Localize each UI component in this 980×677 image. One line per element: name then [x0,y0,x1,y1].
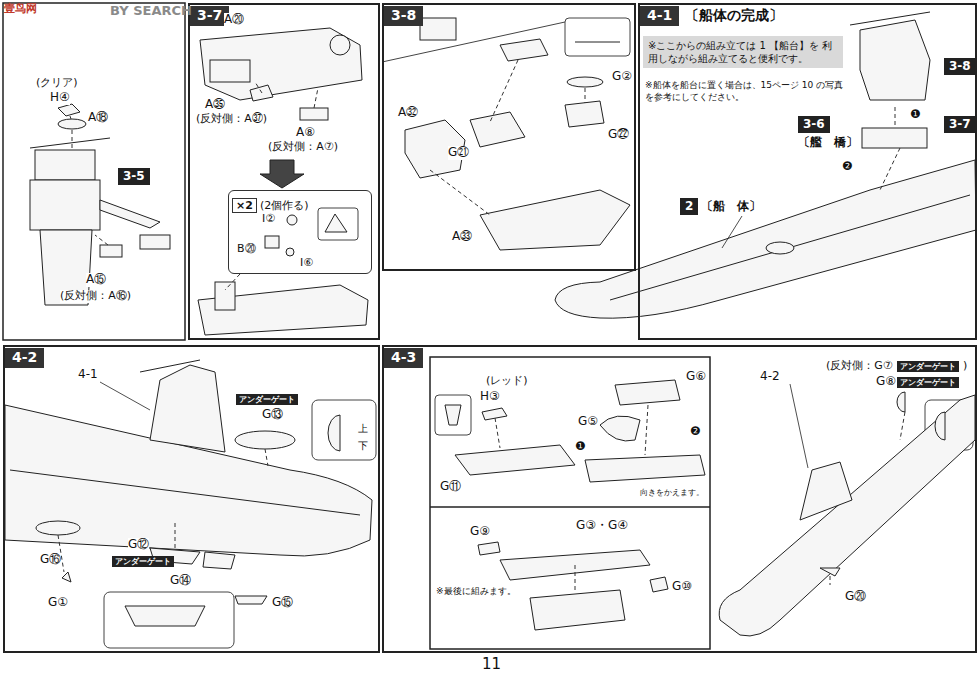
step-panel: 4-3 [382,345,977,653]
part-label: G㉑ [448,146,469,160]
part-label: (レッド) [486,375,528,388]
gate-tag: アンダーゲート [112,556,174,567]
callout-title: 〔船 体〕 [701,199,761,214]
part-label: (反対側：A㊲) [196,113,267,126]
assembly-guide [58,60,905,592]
page-number: 11 [482,656,501,673]
part-label: ❷ [690,425,701,439]
step-callout: 2〔船 体〕 [680,198,761,215]
step-panel: 3-8 [382,3,636,271]
part-label: G⑤ [578,415,598,429]
part-label: (反対側：G⑦ [826,360,893,373]
part-drawing [5,12,976,636]
part-label: ❷ [842,160,853,174]
step-panel: 4-1 〔船体の完成〕 ※ここからの組み立ては 1 【船台】を 利用しながら組み立て… [638,3,977,340]
panel-frame [3,3,710,649]
step-callout: 3-6 〔艦 橋〕 [798,116,858,150]
step-callout: 3-5 [118,168,150,185]
gate-tag: アンダーゲート [897,361,959,372]
repeat-count: ×2 [232,198,257,213]
callout-number: 3-5 [118,168,150,185]
repeat-note: (2個作る) [260,198,309,213]
watermark: 壹鸟网 [4,3,37,16]
part-label: A㉜ [398,106,418,120]
step-number: 4-1 [640,6,679,26]
callout-number: 3-6 [798,116,830,133]
part-label: 上 [358,423,368,435]
part-label: G① [48,596,68,610]
part-label: G⑭ [170,574,191,588]
gate-tag: アンダーゲート [897,377,959,388]
part-label: G⑧ [876,375,896,389]
part-label: 4-2 [760,370,780,384]
part-label: G③・G④ [576,519,628,533]
step-number: 4-3 [384,348,423,368]
step-number: 3-8 [384,6,423,26]
part-label: G㉒ [608,128,629,142]
watermark: BY SEARCH [110,4,192,19]
part-label: 下 [358,440,368,452]
part-label: H④ [50,91,70,105]
part-label: 向きをかえます。 [640,488,704,497]
part-label: G⑥ [686,370,706,384]
part-label: G⑪ [440,480,461,494]
note-text: ※ここからの組み立ては 1 【船台】を 利用しながら組み立てると便利です。 [648,40,832,64]
part-label: A⑳ [224,13,244,27]
part-label: G② [612,70,632,84]
gate-tag: アンダーゲート [236,394,298,405]
callout-title: 〔艦 橋〕 [798,135,858,150]
part-label: A⑧ [296,126,315,140]
part-label: G⑩ [672,580,692,594]
callout-number: 2 [680,198,698,215]
part-label: H③ [480,390,500,404]
part-label: I② [262,213,275,226]
part-label: I⑥ [300,257,313,270]
part-label: A⑱ [88,111,108,125]
part-label: (反対側：A⑯) [60,290,131,303]
step-callout: 3-8 [944,58,976,75]
part-label: (クリア) [36,77,78,90]
step-title: 〔船体の完成〕 [685,7,783,25]
part-label: G⑮ [272,596,293,610]
part-label: ※最後に組みます。 [436,586,516,596]
part-label: ※船体を船台に置く場合は、15ページ 10 の写真を参考にしてください。 [645,80,845,103]
step-panel: 3-7×2(2個作る) [188,3,380,340]
step-number: 4-2 [5,348,44,368]
part-label: G⑫ [128,538,149,552]
leader-line [100,216,808,468]
part-label: A㉝ [452,230,472,244]
part-label: ❶ [910,108,921,122]
part-label: G⑨ [470,525,490,539]
note-box: ※ここからの組み立ては 1 【船台】を 利用しながら組み立てると便利です。 [643,36,843,68]
part-label: ) [963,360,967,373]
part-label: G⑬ [262,408,283,422]
part-label: A⑮ [86,273,106,287]
part-label: A㉟ [205,98,225,112]
part-label: G⑯ [40,553,61,567]
callout-number: 3-8 [944,58,976,75]
step-callout: 3-7 [944,116,976,133]
part-label: (反対側：A⑦) [268,141,338,154]
part-label: B⑳ [237,243,256,256]
part-label: G⑳ [845,590,866,604]
callout-number: 3-7 [944,116,976,133]
part-label: ❶ [575,440,586,454]
part-label: 4-1 [78,368,98,382]
